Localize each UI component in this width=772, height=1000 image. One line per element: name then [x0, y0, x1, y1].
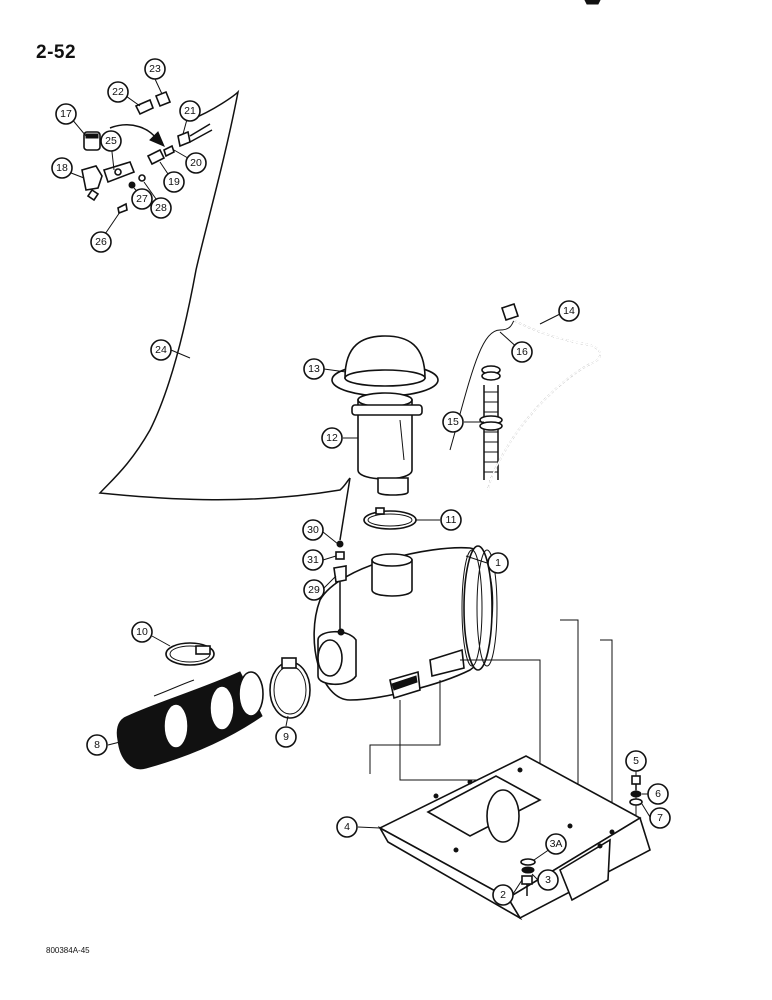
svg-text:26: 26: [95, 236, 107, 248]
callout-2: 2: [492, 884, 514, 906]
svg-text:29: 29: [308, 584, 320, 596]
callout-12: 12: [321, 427, 343, 449]
callout-19: 19: [163, 171, 185, 193]
callout-4: 4: [336, 816, 358, 838]
figure-code: 800384A-45: [46, 946, 90, 955]
callout-10: 10: [131, 621, 153, 643]
alignment-lines: [369, 619, 637, 830]
svg-text:28: 28: [155, 202, 167, 214]
callout-31: 31: [302, 549, 324, 571]
intake-hose-8: [116, 671, 264, 770]
svg-text:3: 3: [545, 874, 551, 886]
precleaner-body-12: [351, 392, 423, 496]
callout-5: 5: [625, 750, 647, 772]
callout-17: 17: [55, 103, 77, 125]
callout-15: 15: [442, 411, 464, 433]
svg-text:20: 20: [190, 157, 202, 169]
callout-3: 3: [537, 869, 559, 891]
svg-text:24: 24: [155, 344, 167, 356]
svg-text:13: 13: [308, 363, 320, 375]
svg-text:6: 6: [655, 788, 661, 800]
bolt-hardware-front: [520, 858, 536, 896]
callout-20: 20: [185, 152, 207, 174]
tube-24-end: [339, 477, 351, 541]
svg-text:2: 2: [500, 889, 506, 901]
page-number: 2-52: [36, 42, 77, 63]
callout-3A: 3A: [545, 833, 567, 855]
callout-7: 7: [649, 807, 671, 829]
callout-16: 16: [511, 341, 533, 363]
hose-14: [487, 302, 601, 491]
callout-8: 8: [86, 734, 108, 756]
svg-text:7: 7: [657, 812, 663, 824]
callout-6: 6: [647, 783, 669, 805]
callout-13: 13: [303, 358, 325, 380]
tube-24: [98, 89, 351, 501]
svg-text:14: 14: [563, 305, 575, 317]
svg-text:15: 15: [447, 416, 459, 428]
clamp-11: [363, 507, 417, 530]
callout-9: 9: [275, 726, 297, 748]
callout-18: 18: [51, 157, 73, 179]
callout-24: 24: [150, 339, 172, 361]
callout-26: 26: [90, 231, 112, 253]
callout-30: 30: [302, 519, 324, 541]
svg-text:17: 17: [60, 108, 72, 120]
svg-text:16: 16: [516, 346, 528, 358]
svg-text:5: 5: [633, 755, 639, 767]
svg-text:12: 12: [326, 432, 338, 444]
svg-text:1: 1: [495, 557, 501, 569]
svg-text:3A: 3A: [550, 838, 563, 850]
header-mark: [584, 0, 601, 5]
svg-text:27: 27: [136, 193, 148, 205]
housing-fittings: [333, 540, 347, 636]
svg-text:10: 10: [136, 626, 148, 638]
callout-21: 21: [179, 100, 201, 122]
svg-text:23: 23: [149, 63, 161, 75]
air-cleaner-housing-1: [313, 545, 498, 701]
callout-14: 14: [558, 300, 580, 322]
callout-23: 23: [144, 58, 166, 80]
fitting-cluster: [81, 90, 213, 215]
callout-29: 29: [303, 579, 325, 601]
callout-27: 27: [131, 188, 153, 210]
svg-text:30: 30: [307, 524, 319, 536]
svg-text:8: 8: [94, 739, 100, 751]
svg-text:25: 25: [105, 135, 117, 147]
callout-28: 28: [150, 197, 172, 219]
precleaner-cap-13: [331, 335, 439, 397]
svg-text:21: 21: [184, 105, 196, 117]
callout-25: 25: [100, 130, 122, 152]
bolt-hardware-right: [629, 775, 643, 806]
svg-text:19: 19: [168, 176, 180, 188]
vacuator-hose-15: [449, 319, 515, 480]
callout-1: 1: [487, 552, 509, 574]
svg-text:4: 4: [344, 821, 350, 833]
svg-text:11: 11: [446, 514, 457, 526]
hose-clamp-9: [269, 657, 311, 719]
svg-text:9: 9: [283, 731, 289, 743]
callout-11: 11: [440, 509, 462, 531]
hose-clamp-10: [165, 642, 215, 666]
callout-22: 22: [107, 81, 129, 103]
svg-text:18: 18: [56, 162, 68, 174]
svg-text:31: 31: [307, 554, 319, 566]
mounting-base-4: [377, 755, 651, 921]
svg-text:22: 22: [112, 86, 124, 98]
